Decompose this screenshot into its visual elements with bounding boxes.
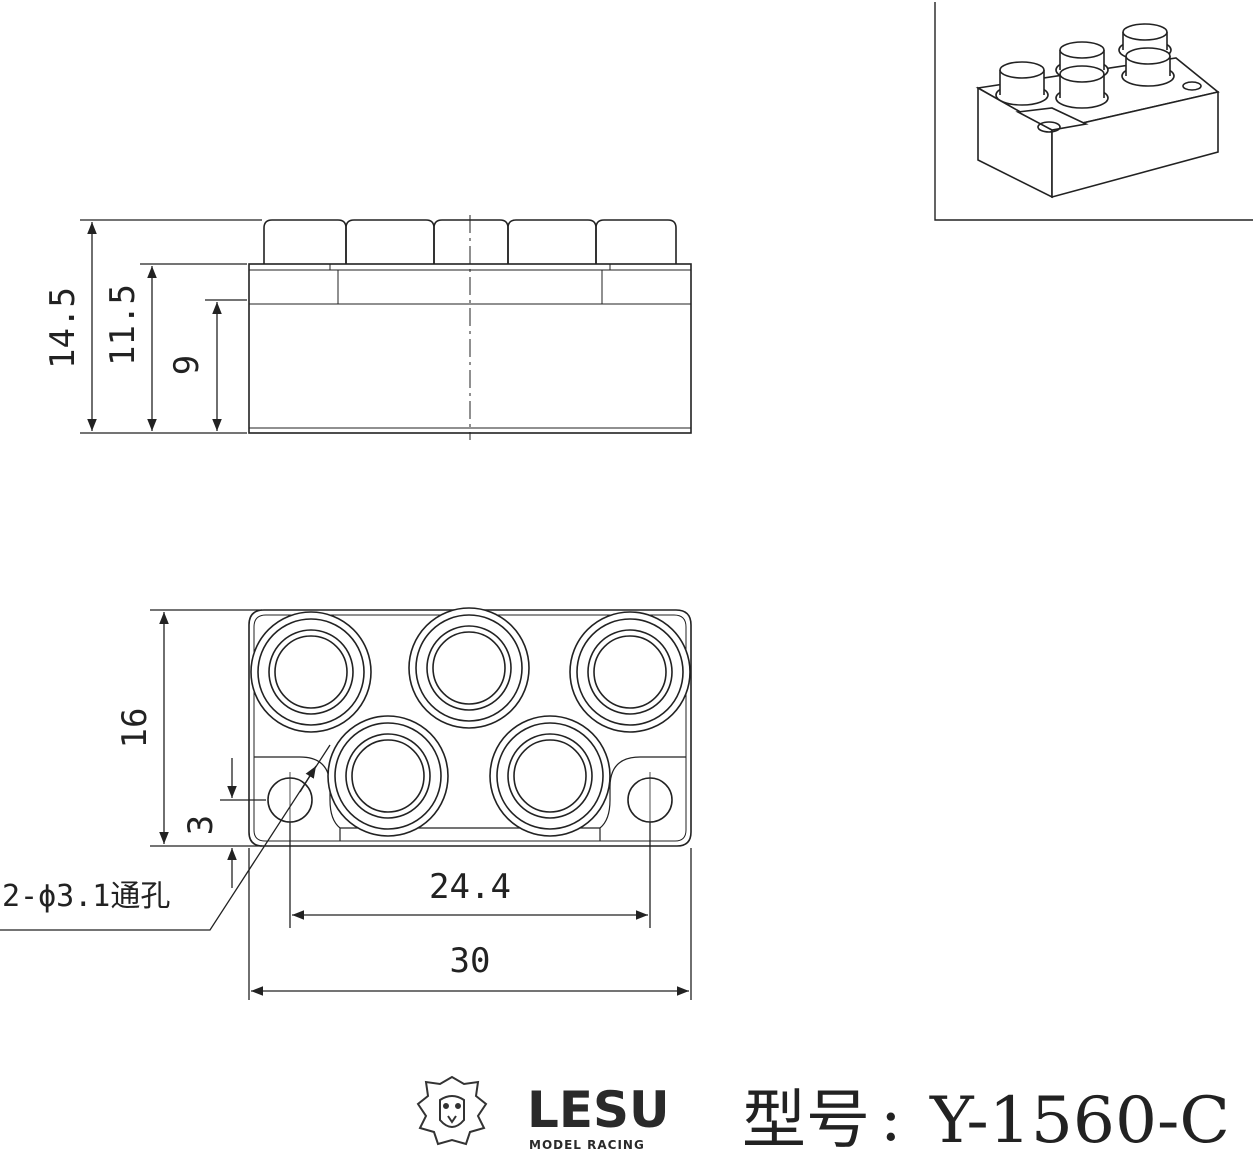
top-stud <box>327 715 449 837</box>
side-stud <box>433 219 509 264</box>
side-stud <box>507 219 597 264</box>
iso-stud <box>1121 47 1175 87</box>
side-notch-right <box>601 264 611 304</box>
hole-callout-label: 2-ϕ3.1通孔 <box>2 879 170 914</box>
dim-label-3: 3 <box>181 815 221 835</box>
iso-stud <box>995 61 1049 106</box>
side-notch-left <box>329 264 339 304</box>
side-view <box>248 215 692 440</box>
model-separator: : <box>880 1082 902 1156</box>
lion-eye-right <box>455 1103 461 1109</box>
top-outline <box>248 609 692 847</box>
iso-hole-back <box>1182 81 1202 91</box>
dim-label-16: 16 <box>115 708 155 749</box>
right-pocket <box>599 756 686 841</box>
side-dimensions <box>80 219 262 434</box>
isometric-view <box>934 2 1253 221</box>
brand-tagline: MODEL RACING <box>529 1138 645 1152</box>
iso-block-side <box>1051 90 1219 199</box>
iso-hole-front <box>1037 121 1061 133</box>
top-stud <box>489 715 611 837</box>
lion-face <box>439 1095 465 1128</box>
dim-label-9: 9 <box>167 355 207 375</box>
left-pocket <box>254 756 341 841</box>
lion-mane <box>416 1075 488 1146</box>
iso-stud <box>1055 65 1109 109</box>
side-studs <box>263 219 677 264</box>
iso-studs <box>995 23 1175 109</box>
top-stud <box>250 611 372 733</box>
top-stud <box>569 611 691 733</box>
top-dimensions <box>0 609 692 1000</box>
lion-eye-left <box>443 1103 449 1109</box>
dim-label-24-4: 24.4 <box>429 867 511 907</box>
hole-callout-arrow <box>299 765 317 793</box>
side-stud <box>263 219 347 264</box>
model-number: Y-1560-C <box>929 1084 1230 1158</box>
lion-logo <box>416 1075 488 1146</box>
top-outline-inner <box>253 614 687 842</box>
brand-name: LESU <box>527 1081 670 1139</box>
model-label: 型号 <box>742 1084 870 1158</box>
hole-callout-leader <box>0 744 331 931</box>
side-stud <box>595 219 677 264</box>
dim-label-30: 30 <box>450 941 491 981</box>
lion-nose <box>447 1115 457 1124</box>
top-view <box>248 607 692 847</box>
iso-frame <box>934 2 1253 221</box>
top-stud <box>408 607 530 729</box>
dim-label-11-5: 11.5 <box>103 284 143 366</box>
dim-label-14-5: 14.5 <box>43 287 83 369</box>
side-stud <box>345 219 435 264</box>
